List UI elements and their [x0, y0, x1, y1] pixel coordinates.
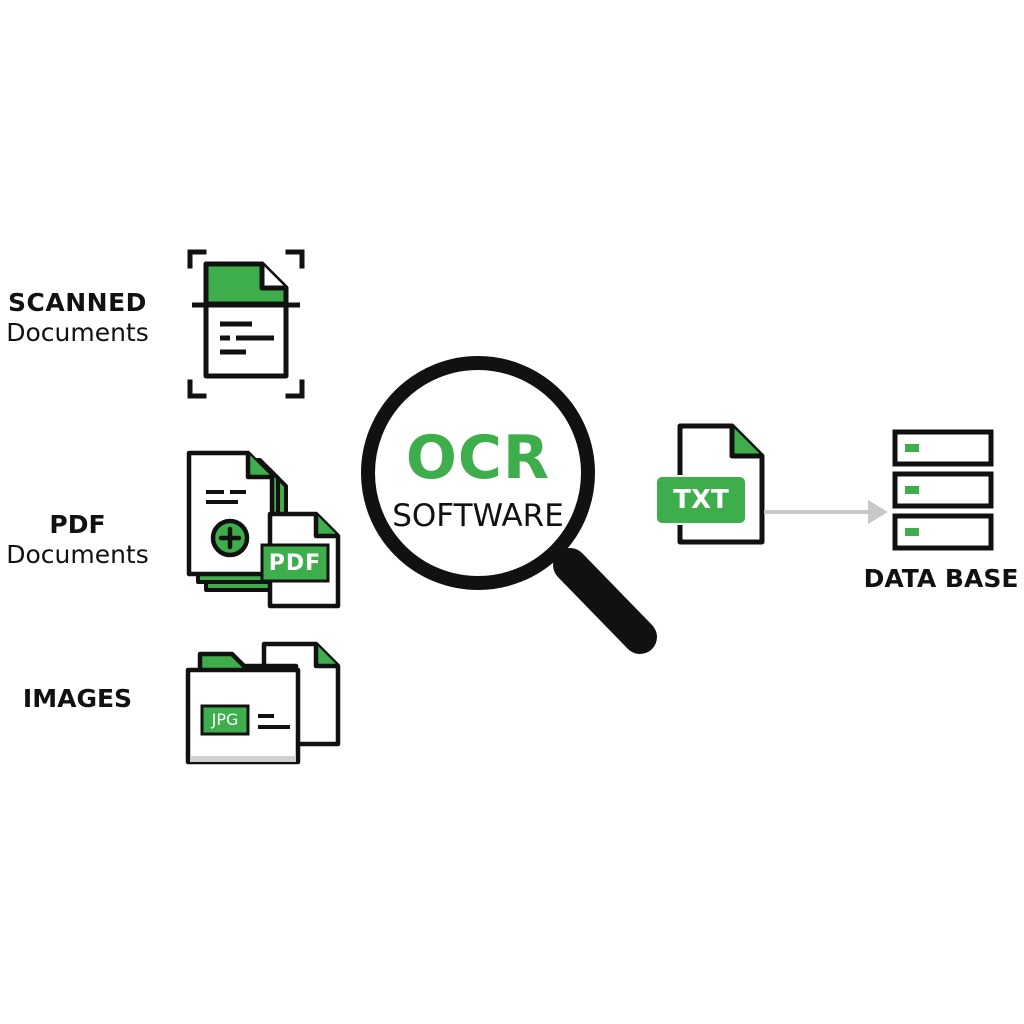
- arrow-icon: [764, 500, 888, 524]
- scanned-subtitle: Documents: [6, 318, 149, 347]
- pdf-subtitle: Documents: [6, 540, 149, 569]
- database-icon: [892, 429, 994, 551]
- pdf-label: PDF Documents: [0, 510, 155, 570]
- images-label: IMAGES: [0, 684, 155, 714]
- txt-badge-text: TXT: [673, 485, 729, 515]
- scanned-document-icon: [187, 249, 305, 399]
- ocr-title: OCR: [405, 423, 551, 493]
- image-folder-icon: [185, 641, 341, 765]
- pdf-badge-text: PDF: [268, 551, 322, 576]
- txt-file-icon: [655, 423, 765, 545]
- magnifier-icon: [361, 356, 657, 654]
- jpg-badge-text: JPG: [211, 710, 239, 729]
- images-title: IMAGES: [22, 684, 133, 713]
- pdf-title: PDF: [49, 510, 106, 539]
- ocr-subtitle: SOFTWARE: [392, 498, 564, 534]
- pdf-documents-icon: [186, 450, 341, 609]
- scanned-label: SCANNED Documents: [0, 288, 155, 348]
- scanned-title: SCANNED: [8, 288, 147, 317]
- database-label: DATA BASE: [863, 564, 1019, 593]
